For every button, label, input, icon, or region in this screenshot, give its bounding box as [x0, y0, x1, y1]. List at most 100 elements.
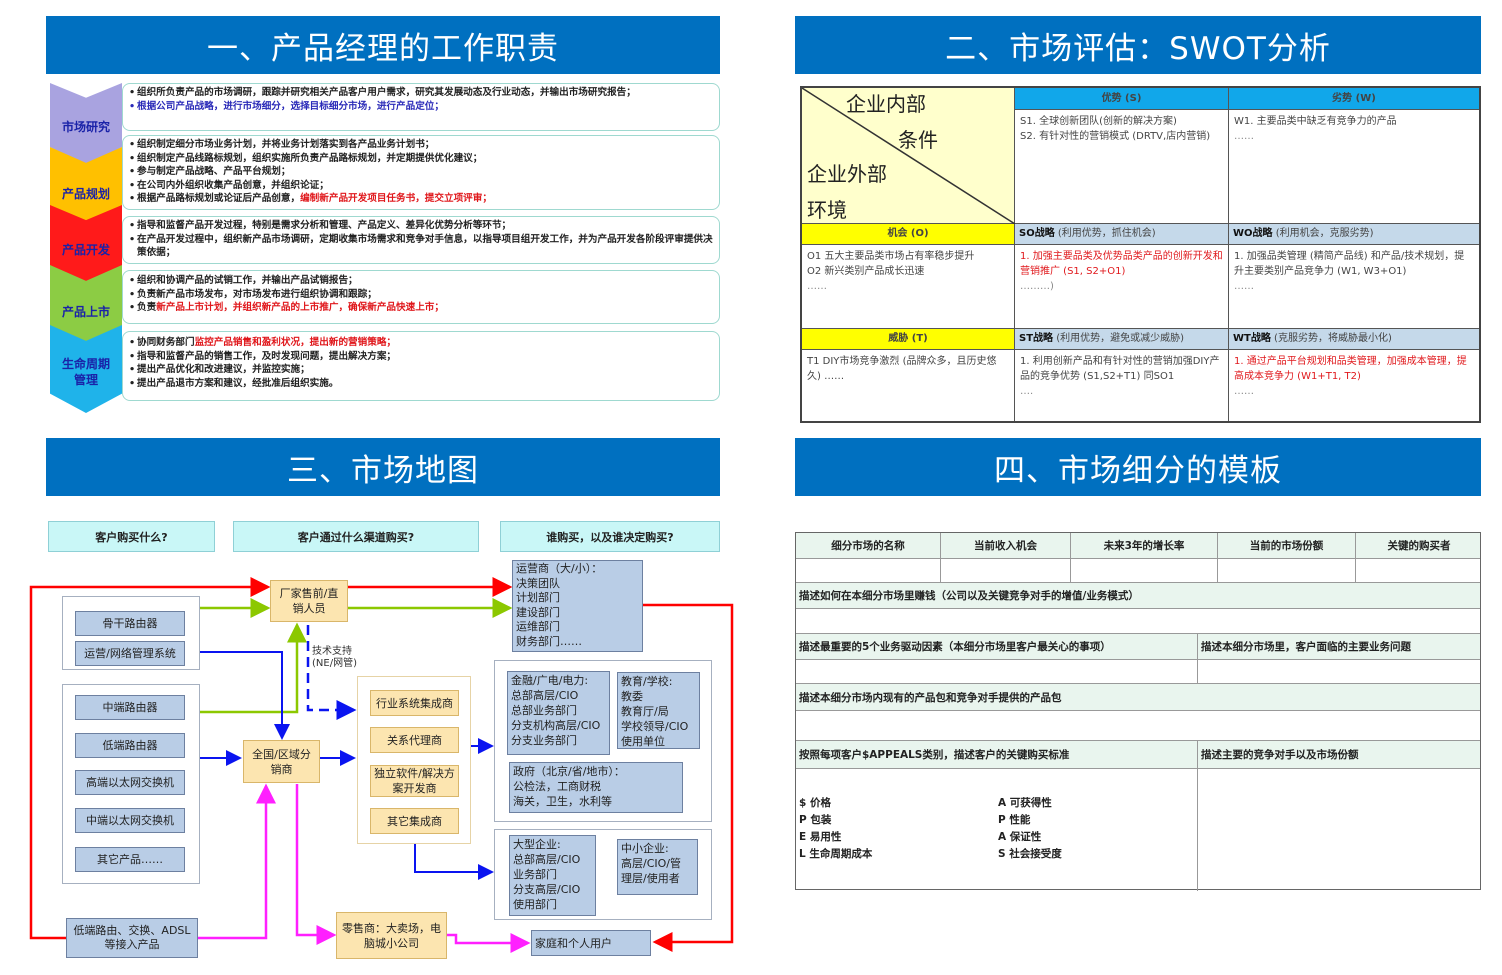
stage-label: 生命周期管理: [61, 357, 110, 387]
col-key-buyers: 关键的购买者: [1387, 540, 1451, 552]
stage-label: 产品规划: [61, 187, 110, 201]
weakness-item: ……: [1234, 131, 1254, 142]
panel3-title-banner: 三、市场地图: [46, 438, 720, 496]
panel1-title-banner: 一、产品经理的工作职责: [46, 16, 720, 74]
duty-item: 组织制定细分市场业务计划，并将业务计划落实到各产品业务计划书；: [129, 138, 713, 152]
integrator-isv[interactable]: 独立软件/解决方案开发商: [370, 765, 459, 797]
buyer-government[interactable]: 政府（北京/省/地市）： 公检法，工商财税 海关，卫生，水利等: [509, 762, 683, 813]
stage-label: 产品开发: [61, 243, 110, 257]
product-backbone-router[interactable]: 骨干路由器: [75, 611, 185, 636]
integrator-industry[interactable]: 行业系统集成商: [370, 690, 459, 716]
duties-market-research: 组织所负责产品的市场调研，跟踪并研究相关产品客户用户需求，研究其发展动态及行业动…: [122, 83, 720, 131]
wo-strategy-header: WO战略 (利用机会，克服劣势): [1229, 224, 1479, 245]
appeals-list-right: A 可获得性 P 性能 A 保证性 S 社会接受度: [998, 797, 1062, 860]
panel2-title-banner: 二、市场评估：SWOT分析: [795, 16, 1481, 74]
diagonal-line: [802, 88, 1015, 224]
duty-item: 参与制定产品战略、产品平台规划；: [129, 165, 713, 179]
threat-header: 威胁 (T): [802, 329, 1015, 350]
strength-item: S2. 有针对性的营销模式 (DRTV,店内营销): [1020, 131, 1211, 142]
duty-item: 提出产品退市方案和建议，经批准后组织实施。: [129, 377, 713, 391]
question-who: 谁购买，以及谁决定购买?: [500, 521, 720, 552]
segment-template-table: 细分市场的名称 当前收入机会 未来3年的增长率 当前的市场份额 关键的购买者 描…: [795, 532, 1481, 891]
duty-item: 协同财务部门监控产品销售和盈利状况，提出新的营销策略；: [129, 336, 713, 350]
opportunities-cell: O1 五大主要品类市场占有率稳步提升 O2 新兴类别产品成长迅速 ……: [802, 245, 1015, 329]
row-label: 描述最重要的5个业务驱动因素（本细分市场里客户最关心的事项）: [796, 634, 1198, 659]
product-other[interactable]: 其它产品……: [75, 847, 185, 872]
cell-input[interactable]: [941, 559, 1071, 582]
segment-data-row[interactable]: [796, 559, 1480, 583]
product-high-switch[interactable]: 高端以太网交换机: [75, 770, 185, 795]
wt-strategy-header: WT战略 (克服劣势，将威胁最小化): [1229, 329, 1479, 350]
column-header-row: 细分市场的名称 当前收入机会 未来3年的增长率 当前的市场份额 关键的购买者: [796, 533, 1480, 559]
strength-header: 优势 (S): [1015, 88, 1229, 110]
buyer-home[interactable]: 家庭和个人用户: [531, 930, 651, 956]
corner-external-label: 企业外部: [807, 162, 887, 186]
weakness-item: W1. 主要品类中缺乏有竞争力的产品: [1234, 116, 1397, 127]
corner-conditions-label: 条件: [898, 128, 938, 152]
question-channel: 客户通过什么渠道购买?: [233, 521, 479, 552]
duties-product-development: 指导和监督产品开发过程，特别是需求分析和管理、产品定义、差异化优势分析等环节； …: [122, 216, 720, 264]
channel-direct-sales[interactable]: 厂家售前/直销人员: [270, 580, 348, 622]
tech-support-label: 技术支持 (NE/网管): [312, 646, 357, 669]
buyer-large-enterprise[interactable]: 大型企业: 总部高层/CIO 业务部门 分支高层/CIO 使用部门: [509, 835, 596, 916]
swot-table: 企业内部 条件 企业外部 环境 优势 (S) 劣势 (W) S1. 全球创新团队…: [800, 86, 1481, 423]
appeals-competitors-header: 按照每项客户$APPEALS类别，描述客户的关键购买标准 描述主要的竞争对手以及…: [796, 741, 1480, 769]
channel-distributor[interactable]: 全国/区域分销商: [243, 740, 320, 783]
products-input[interactable]: [796, 711, 1480, 741]
panel4-title-banner: 四、市场细分的模板: [795, 438, 1481, 496]
channel-retailer[interactable]: 零售商：大卖场，电脑城小公司: [336, 912, 447, 959]
duties-product-launch: 组织和协调产品的试销工作，并输出产品试销报告； 负责新产品市场发布，对市场发布进…: [122, 270, 720, 324]
panel2-title: 二、市场评估：SWOT分析: [945, 30, 1331, 67]
st-strategy-header: ST战略 (利用优势，避免或减少威胁): [1015, 329, 1229, 350]
how-to-earn-input[interactable]: [796, 609, 1480, 634]
integrator-other[interactable]: 其它集成商: [370, 808, 459, 834]
opportunity-header: 机会 (O): [802, 224, 1015, 245]
stage-label: 产品上市: [61, 305, 110, 319]
so-strategy-cell: 1. 加强主要品类及优势品类产品的创新开发和营销推广 (S1, S2+O1) ……: [1015, 245, 1229, 329]
product-mid-router[interactable]: 中端路由器: [75, 695, 185, 720]
duty-item: 负责新产品上市计划，并组织新产品的上市推广，确保新产品快速上市；: [129, 301, 713, 315]
duty-item: 在公司内外组织收集产品创意，并组织论证；: [129, 179, 713, 193]
cell-input[interactable]: [796, 559, 941, 582]
product-mid-switch[interactable]: 中端以太网交换机: [75, 808, 185, 833]
threats-cell: T1 DIY市场竞争激烈 (品牌众多，且历史悠久) ……: [802, 350, 1015, 421]
weakness-header: 劣势 (W): [1229, 88, 1479, 110]
stage-chevron-lifecycle: 生命周期管理: [50, 325, 122, 413]
duty-item: 组织制定产品线路标规划，组织实施所负责产品路标规划，并定期提供优化建议；: [129, 152, 713, 166]
panel3-title: 三、市场地图: [287, 452, 479, 489]
buyer-finance[interactable]: 金融/广电/电力: 总部高层/CIO 总部业务部门 分支机构高层/CIO 分支业…: [507, 671, 610, 755]
buyer-sme[interactable]: 中小企业: 高层/CIO/管 理层/使用者: [617, 839, 698, 895]
panel4-title: 四、市场细分的模板: [994, 452, 1282, 489]
drivers-problems-input[interactable]: [796, 660, 1480, 684]
col-market-share: 当前的市场份额: [1218, 533, 1356, 558]
corner-internal-label: 企业内部: [846, 92, 926, 116]
product-access[interactable]: 低端路由、交换、ADSL等接入产品: [66, 918, 198, 958]
col-revenue-opportunity: 当前收入机会: [941, 533, 1071, 558]
integrator-relationship-agent[interactable]: 关系代理商: [370, 727, 459, 753]
product-nms[interactable]: 运营/网络管理系统: [75, 641, 185, 666]
appeals-competitors-body[interactable]: $ 价格 P 包装 E 易用性 L 生命周期成本 A 可获得性 P 性能 A 保…: [796, 769, 1480, 891]
panel1-title: 一、产品经理的工作职责: [207, 30, 559, 67]
duties-product-planning: 组织制定细分市场业务计划，并将业务计划落实到各产品业务计划书； 组织制定产品线路…: [122, 135, 720, 210]
wo-strategy-cell: 1. 加强品类管理 (精简产品线) 和产品/技术规划，提升主要类别产品竞争力 (…: [1229, 245, 1479, 329]
buyer-carrier[interactable]: 运营商（大/小）： 决策团队 计划部门 建设部门 运维部门 财务部门……: [512, 560, 643, 652]
cell-input[interactable]: [1071, 559, 1218, 582]
question-what: 客户购买什么?: [48, 521, 215, 552]
stage-label: 市场研究: [61, 120, 110, 134]
swot-corner-cell: 企业内部 条件 企业外部 环境: [802, 88, 1015, 224]
row-label: 描述如何在本细分市场里赚钱（公司以及关键竞争对手的增值/业务模式）: [799, 590, 1139, 602]
st-strategy-cell: 1. 利用创新产品和有针对性的营销加强DIY产品的竞争优势 (S1,S2+T1)…: [1015, 350, 1229, 421]
how-to-earn-header: 描述如何在本细分市场里赚钱（公司以及关键竞争对手的增值/业务模式）: [796, 583, 1480, 609]
duty-item: 负责新产品市场发布，对市场发布进行组织协调和跟踪；: [129, 288, 713, 302]
row-label: 按照每项客户$APPEALS类别，描述客户的关键购买标准: [796, 741, 1198, 768]
duty-item: 组织和协调产品的试销工作，并输出产品试销报告；: [129, 274, 713, 288]
row-label: 描述主要的竞争对手以及市场份额: [1201, 749, 1359, 761]
product-low-router[interactable]: 低端路由器: [75, 733, 185, 758]
appeals-list-left: $ 价格 P 包装 E 易用性 L 生命周期成本: [799, 797, 873, 860]
corner-environment-label: 环境: [807, 198, 847, 222]
buyer-education[interactable]: 教育/学校: 教委 教育厅/局 学校领导/CIO 使用单位: [617, 672, 700, 749]
duty-item: 指导和监督产品开发过程，特别是需求分析和管理、产品定义、差异化优势分析等环节；: [129, 219, 713, 233]
so-strategy-header: SO战略 (利用优势，抓住机会): [1015, 224, 1229, 245]
cell-input[interactable]: [1218, 559, 1356, 582]
drivers-problems-header: 描述最重要的5个业务驱动因素（本细分市场里客户最关心的事项） 描述本细分市场里，…: [796, 634, 1480, 660]
